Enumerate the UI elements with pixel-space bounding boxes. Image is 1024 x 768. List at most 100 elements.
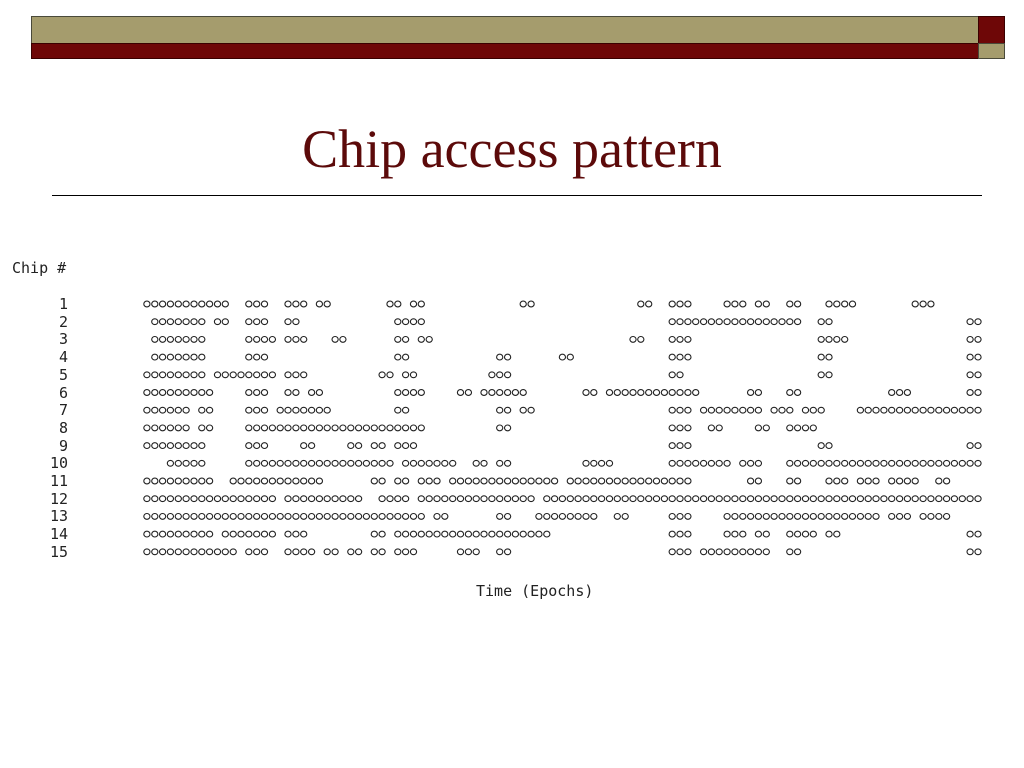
access-segment	[284, 335, 308, 343]
access-mark	[927, 512, 935, 520]
access-mark	[676, 424, 684, 432]
access-mark	[684, 495, 692, 503]
access-mark	[739, 318, 747, 326]
access-mark	[417, 389, 425, 396]
chip-row-2	[151, 318, 982, 326]
access-mark	[613, 495, 621, 503]
access-mark	[284, 371, 292, 379]
access-mark	[401, 424, 410, 432]
access-mark	[880, 495, 888, 503]
access-mark	[354, 548, 363, 556]
access-mark	[488, 530, 496, 538]
access-mark	[143, 530, 151, 538]
access-segment	[668, 300, 692, 308]
access-mark	[793, 548, 802, 556]
access-mark	[401, 406, 410, 414]
access-mark	[676, 318, 684, 326]
access-segment	[786, 424, 817, 432]
access-mark	[535, 477, 543, 485]
access-mark	[676, 495, 684, 503]
access-segment	[817, 335, 849, 343]
access-mark	[801, 459, 810, 467]
access-mark	[707, 318, 716, 326]
access-mark	[354, 459, 363, 467]
access-mark	[880, 459, 888, 467]
access-mark	[746, 548, 755, 556]
access-mark	[966, 442, 974, 450]
access-mark	[464, 495, 473, 503]
access-mark	[386, 424, 394, 432]
access-mark	[151, 512, 159, 520]
access-mark	[472, 459, 480, 467]
access-mark	[597, 477, 606, 485]
access-mark	[668, 389, 676, 396]
access-mark	[825, 335, 833, 343]
access-mark	[833, 459, 841, 467]
access-mark	[284, 406, 292, 414]
access-mark	[786, 389, 794, 396]
access-segment	[229, 477, 324, 485]
access-mark	[652, 389, 661, 396]
access-segment	[543, 495, 982, 503]
access-mark	[166, 406, 175, 414]
access-mark	[754, 530, 763, 538]
access-mark	[268, 335, 277, 343]
access-segment	[535, 512, 551, 520]
access-mark	[684, 406, 692, 414]
access-segment	[143, 406, 190, 414]
access-mark	[166, 530, 175, 538]
access-mark	[143, 389, 151, 396]
access-segment	[386, 300, 402, 308]
access-mark	[629, 495, 637, 503]
access-segment	[347, 548, 363, 556]
access-segment	[668, 353, 692, 361]
access-mark	[433, 459, 441, 467]
access-mark	[817, 318, 825, 326]
access-mark	[676, 389, 684, 396]
access-mark	[707, 406, 716, 414]
access-mark	[245, 477, 253, 485]
access-mark	[817, 459, 825, 467]
access-mark	[903, 495, 912, 503]
access-mark	[511, 495, 520, 503]
access-mark	[198, 353, 206, 361]
access-mark	[394, 335, 402, 343]
access-mark	[394, 548, 402, 556]
access-mark	[754, 548, 763, 556]
access-mark	[833, 512, 841, 520]
access-mark	[166, 335, 175, 343]
access-mark	[723, 512, 731, 520]
access-segment	[456, 389, 473, 396]
access-mark	[974, 335, 982, 343]
access-mark	[158, 530, 167, 538]
access-mark	[347, 548, 355, 556]
access-mark	[229, 548, 237, 556]
access-mark	[198, 495, 206, 503]
access-mark	[245, 371, 253, 379]
access-mark	[425, 495, 433, 503]
access-mark	[260, 495, 269, 503]
access-mark	[919, 495, 927, 503]
access-mark	[966, 371, 974, 379]
access-mark	[190, 442, 198, 450]
access-segment	[856, 406, 982, 414]
access-mark	[895, 459, 904, 467]
chip-row-6	[143, 389, 982, 396]
access-mark	[433, 512, 441, 520]
access-mark	[198, 512, 206, 520]
access-mark	[394, 406, 402, 414]
access-mark	[723, 548, 731, 556]
access-mark	[731, 318, 739, 326]
access-mark	[182, 548, 190, 556]
access-mark	[472, 495, 480, 503]
access-mark	[550, 495, 559, 503]
access-mark	[817, 335, 825, 343]
access-mark	[684, 548, 692, 556]
access-mark	[221, 318, 229, 326]
access-mark	[668, 335, 676, 343]
access-mark	[300, 371, 308, 379]
access-mark	[942, 406, 951, 414]
access-mark	[582, 512, 590, 520]
access-segment	[723, 512, 880, 520]
access-mark	[151, 335, 159, 343]
